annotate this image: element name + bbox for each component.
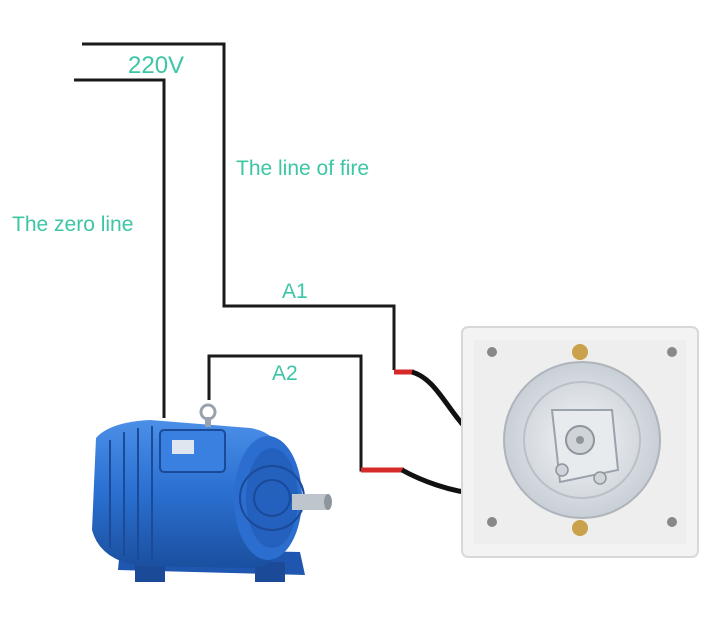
fire-line-wire xyxy=(82,42,396,370)
voltage-label: 220V xyxy=(128,52,185,79)
zero-line-wire xyxy=(74,78,166,418)
motor-icon xyxy=(92,403,332,582)
zero-line-label: The zero line xyxy=(12,213,134,236)
timer-switch-icon xyxy=(461,326,699,558)
terminal-a2-label: A2 xyxy=(272,362,298,385)
fire-line-label: The line of fire xyxy=(236,157,370,180)
terminal-a1-label: A1 xyxy=(282,280,308,303)
